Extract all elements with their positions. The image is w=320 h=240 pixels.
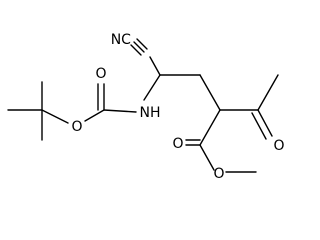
atom-label-nh: NH <box>140 105 161 121</box>
bond-acyl-methyl <box>257 74 279 111</box>
atom-label-o-carbamate-carbonyl: O <box>95 66 106 82</box>
bond-carbamate-c-to-o <box>84 109 105 122</box>
atom-label-c-nitrile: C <box>121 32 131 48</box>
nitrile-triple-bond <box>130 38 148 56</box>
bond-nh-to-carbamate-c <box>103 109 137 113</box>
bond-acyl-c-o-1 <box>257 109 273 137</box>
atom-label-o-ester-carbonyl: O <box>172 136 183 152</box>
bond-o-to-tbu <box>41 109 69 124</box>
molecule-svg: N C NH O O O O O <box>7 32 285 182</box>
atom-label-n-nitrile: N <box>111 32 121 48</box>
bond-cn-to-ch <box>149 56 161 76</box>
bond-ch2-to-ch <box>199 74 221 111</box>
bond-ester-c-to-o <box>199 144 215 171</box>
bond-acyl-c-o-2 <box>251 112 267 140</box>
atom-label-o-ester-ether: O <box>213 166 224 182</box>
atom-label-o-carbamate-ether: O <box>71 119 82 135</box>
bond-ch-to-nh <box>143 74 161 101</box>
atom-label-o-ketone: O <box>273 138 284 154</box>
structure-diagram: N C NH O O O O O <box>7 32 285 182</box>
bond-ch-to-ester-c <box>199 109 221 146</box>
